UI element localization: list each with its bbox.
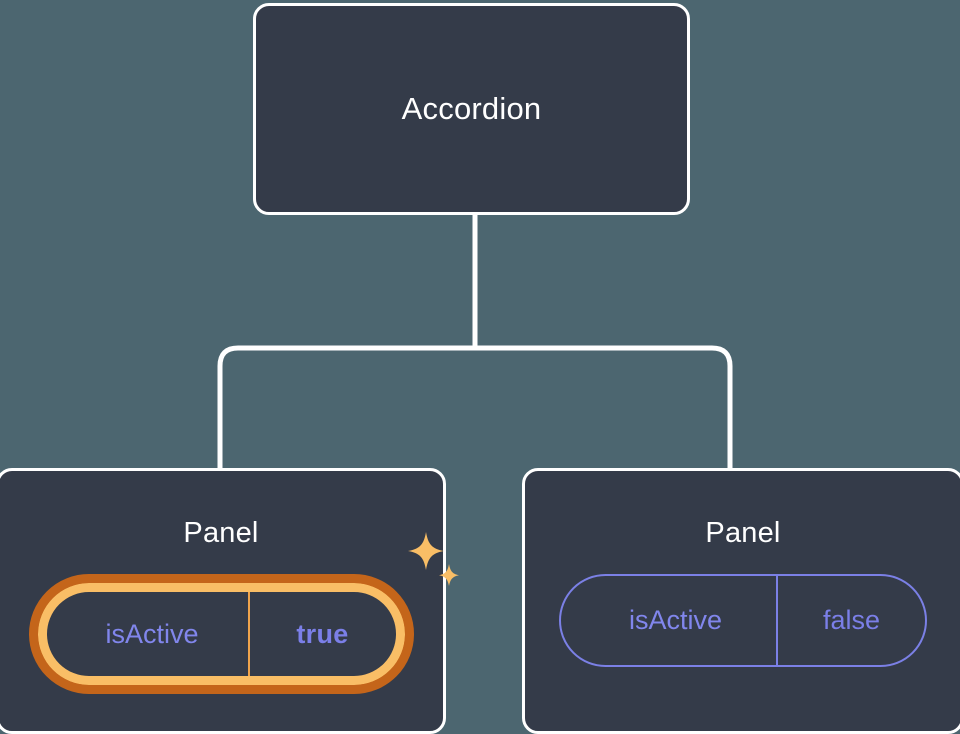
node-panel-right-title: Panel [705, 517, 781, 549]
sparkles-icon [407, 532, 459, 586]
node-panel-right[interactable]: Panel isActive false [522, 468, 960, 734]
node-accordion[interactable]: Accordion [253, 3, 690, 215]
prop-key-label: isActive [47, 592, 250, 676]
prop-pill-left-wrapper: isActive true [28, 532, 459, 694]
prop-value-label: true [296, 618, 349, 649]
node-panel-left[interactable]: Panel isActive true [0, 468, 459, 734]
node-panel-left-title: Panel [183, 517, 259, 549]
prop-pill-is-active-true[interactable]: isActive true [28, 574, 414, 694]
prop-pill-right-wrapper: isActive false [559, 574, 927, 667]
edge-branch-bus [217, 345, 733, 470]
prop-value-label: false [822, 605, 881, 635]
node-accordion-title: Accordion [401, 91, 542, 126]
prop-key-label: isActive [561, 576, 778, 665]
prop-pill-is-active-false[interactable]: isActive false [559, 574, 927, 667]
prop-pill-inner: isActive true [37, 583, 405, 685]
